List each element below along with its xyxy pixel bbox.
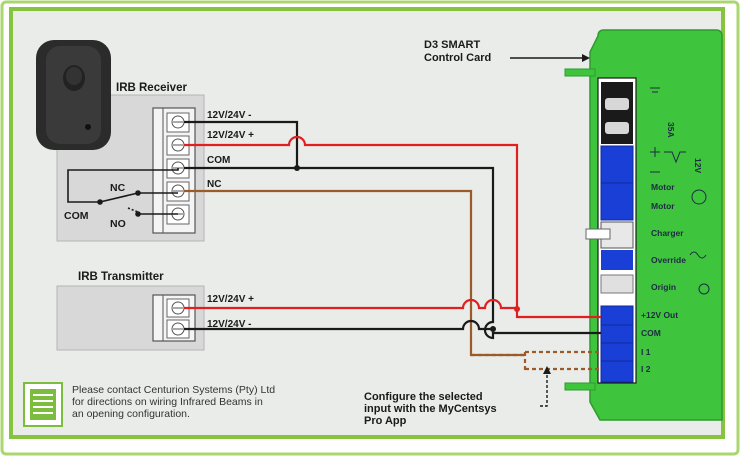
card-label-com: COM [641,328,661,338]
controller-title-arrow [582,54,590,62]
wire-transmitter-neg [184,319,493,331]
origin-icon [698,283,710,295]
relay-contact-symbol [67,168,179,215]
receiver-terminal-neg: 12V/24V - [207,110,251,121]
wire-receiver-pos [184,135,519,309]
relay-no-label: NO [110,218,126,230]
note-line1: Please contact Centurion Systems (Pty) L… [72,384,275,396]
junction-black-top [294,165,300,171]
card-label-12v-out: +12V Out [641,310,678,320]
card-label-motor-2: Motor [651,201,675,211]
configure-leader [538,370,548,407]
receiver-title: IRB Receiver [116,82,187,94]
receiver-terminal-pos: 12V/24V + [207,130,254,141]
transmitter-title: IRB Transmitter [78,271,164,283]
card-label-i2: I 2 [641,364,651,374]
junction-black-bottom [490,326,496,332]
wires [184,120,601,357]
transmitter-terminal-neg: 12V/24V - [207,319,251,330]
configure-line3: Pro App [364,415,407,427]
card-label-fuse: 35A [666,122,676,138]
relay-com-label: COM [64,210,89,222]
transmitter-terminal-pos: 12V/24V + [207,294,254,305]
motor-icon [691,189,707,205]
wire-transmitter-pos [184,298,601,319]
override-icon [689,251,707,259]
d3-smart-control-card [564,29,723,421]
receiver-terminal-com: COM [207,155,230,166]
relay-nc-node [135,190,141,196]
receiver-terminal-nc: NC [207,179,221,190]
card-label-motor-1: Motor [651,182,675,192]
configure-line2: input with the MyCentsys [364,403,497,415]
wire-receiver-nc [184,189,525,357]
wire-receiver-neg [184,120,299,168]
transmitter-terminal-block [152,294,196,342]
note-line2: for directions on wiring Infrared Beams … [72,396,263,408]
wire-dashed-link [471,352,527,370]
relay-no-node [135,211,141,217]
configure-arrow [543,366,551,374]
card-label-override: Override [651,255,686,265]
card-label-i1: I 1 [641,347,651,357]
card-label-charger: Charger [651,228,684,238]
remote-receiver-icon [36,40,111,150]
note-line3: an opening configuration. [72,408,190,420]
card-label-battery: 12V [693,158,703,173]
junction-red [514,306,520,312]
card-symbols [650,87,710,295]
relay-nc-label: NC [110,182,126,194]
card-label-origin: Origin [651,282,676,292]
document-icon [23,382,63,427]
controller-title-line1: D3 SMART [424,39,481,51]
relay-com-node [97,199,103,205]
configure-line1: Configure the selected [364,391,483,403]
controller-title-line2: Control Card [424,52,491,64]
